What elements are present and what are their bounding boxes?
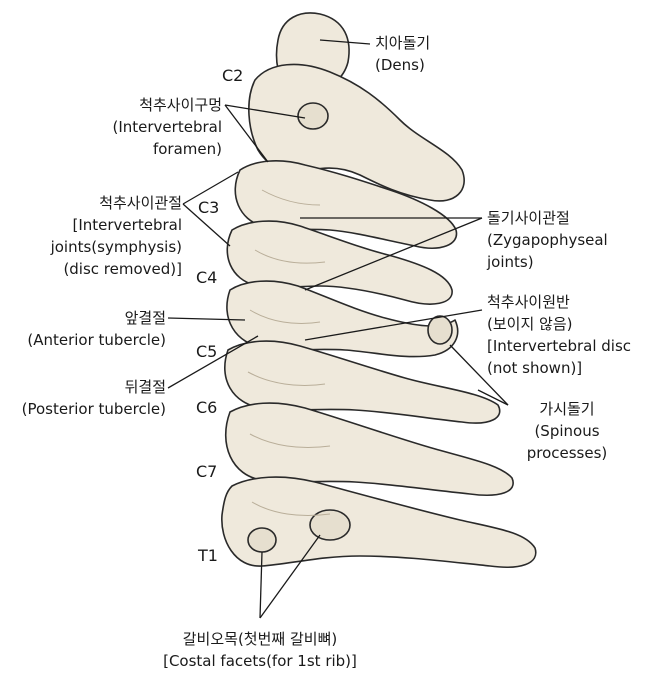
leader-lines (167, 39, 509, 619)
label-c5: C5 (196, 342, 218, 361)
shading-lines (247, 189, 331, 516)
spinous-tip (427, 315, 453, 345)
label-c7: C7 (196, 462, 218, 481)
leader-anterior (167, 317, 246, 321)
leader-disc (304, 309, 483, 341)
leader-spinous-2 (477, 389, 509, 406)
label-posterior-tubercle: 뒤결절 (Posterior tubercle) (21, 378, 166, 418)
costal-facet-upper (309, 509, 351, 541)
label-c6: C6 (196, 398, 218, 417)
label-intervertebral-disc: 척추사이원반 (보이지 않음) [Intervertebral disc (no… (487, 293, 632, 377)
costal-facet-lower (247, 527, 277, 553)
leader-costal-2 (259, 534, 321, 619)
label-foramen: 척추사이구멍 (Intervertebral foramen) (112, 96, 223, 158)
label-dens: 치아돌기 (Dens) (375, 34, 431, 74)
t1-vertebra (221, 476, 537, 568)
foramen-opening (297, 102, 329, 130)
label-spinous-processes: 가시돌기 (Spinous processes) (526, 400, 608, 462)
leader-spinous-1 (449, 344, 509, 406)
label-anterior-tubercle: 앞결절 (Anterior tubercle) (27, 309, 166, 349)
leader-zyga-2 (304, 217, 483, 291)
label-intervertebral-joints: 척추사이관절 [Intervertebral joints(symphysis)… (50, 194, 182, 278)
leader-dens (319, 39, 371, 45)
label-t1: T1 (198, 546, 218, 565)
leader-joints-1 (182, 171, 239, 205)
leader-foramen-2 (224, 104, 269, 163)
leader-posterior (167, 335, 259, 389)
label-zygapophyseal: 돌기사이관절 (Zygapophyseal joints) (487, 209, 608, 271)
leader-costal-1 (259, 551, 263, 619)
label-c4: C4 (196, 268, 218, 287)
label-c3: C3 (198, 198, 220, 217)
leader-joints-2 (182, 203, 231, 247)
vertebral-column (221, 12, 537, 568)
leader-foramen-1 (224, 104, 306, 119)
label-c2: C2 (222, 66, 244, 85)
label-costal-facets: 갈비오목(첫번째 갈비뼈) [Costal facets(for 1st rib… (163, 630, 357, 670)
